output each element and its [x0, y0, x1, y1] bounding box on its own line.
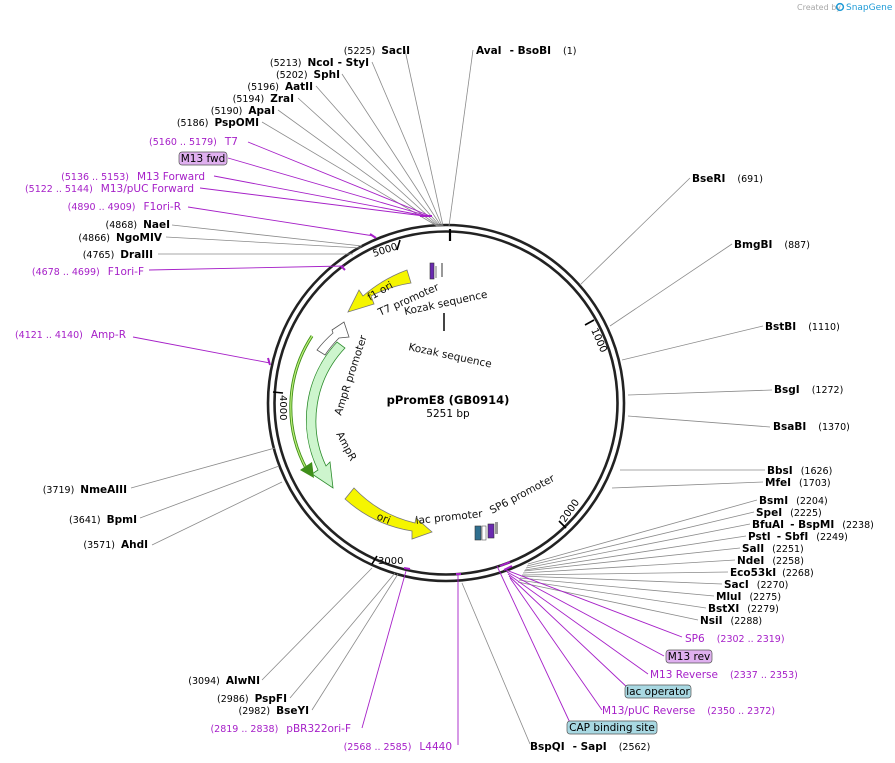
- tick-5000: 5000: [372, 242, 400, 260]
- feature-m13puc-reverse-label: M13/pUC Reverse(2350 .. 2372): [602, 705, 775, 717]
- label-ori: ori: [375, 511, 392, 527]
- feature-amp-r-label: (4121 .. 4140)Amp-R: [15, 329, 126, 341]
- feature-pbr322ori-f-label: (2819 .. 2838)pBR322ori-F: [210, 723, 351, 735]
- enzyme-bbsi-label: BbsI(1626): [767, 465, 832, 477]
- enzyme-aatii-label: (5196)AatII: [247, 81, 313, 93]
- feature-m13-fwd-label: M13 fwd: [181, 153, 226, 165]
- tick-3000: 3000: [378, 556, 403, 567]
- brand-text: SnapGene: [846, 3, 893, 13]
- enzyme-saci-label: SacI(2270): [724, 579, 788, 591]
- enzyme-sacii-label: (5225)SacII: [344, 45, 410, 57]
- feature-leaders: [132, 141, 683, 745]
- enzyme-zrai-label: (5194)ZraI: [233, 93, 294, 105]
- cap-site-mark: [474, 525, 482, 541]
- enzyme-nmeaiii-label: (3719)NmeAIII: [43, 484, 127, 496]
- feature-l4440-label: (2568 .. 2585)L4440: [344, 741, 452, 753]
- kozak-mark-1: [435, 266, 437, 278]
- feature-t7-label: (5160 .. 5179)T7: [149, 136, 238, 148]
- enzyme-bstxi-label: BstXI(2279): [708, 603, 779, 615]
- enzyme-bspqi-label: BspQI- SapI(2562): [530, 741, 650, 753]
- snapgene-logo-icon: [835, 2, 845, 12]
- enzyme-eco53ki-label: Eco53kI(2268): [730, 567, 814, 579]
- f1-ori-arrow: [347, 269, 412, 313]
- inner-features: [289, 262, 498, 541]
- enzyme-ndei-label: NdeI(2258): [737, 555, 804, 567]
- label-lac-promoter: lac promoter: [415, 508, 484, 527]
- plasmid-name: pPromE8 (GB0914): [387, 393, 510, 407]
- sp6-promoter-mark: [487, 523, 495, 539]
- enzyme-bstbi-label: BstBI(1110): [765, 321, 840, 333]
- label-sp6-promoter: SP6 promoter: [488, 472, 558, 517]
- enzyme-draiii-label: (4765)DraIII: [83, 249, 153, 261]
- label-ampr: AmpR: [333, 430, 358, 463]
- feature-f1ori-f-label: (4678 .. 4699)F1ori-F: [32, 266, 144, 278]
- tick-4000: 4000: [277, 395, 288, 420]
- primer-marks: [267, 215, 513, 575]
- enzyme-alwni-label: (3094)AlwNI: [188, 675, 260, 687]
- ampr-outer-stripe-highlight: [290, 335, 313, 471]
- backbone-inner-ring: [273, 230, 619, 576]
- ampr-arrow: [305, 341, 346, 489]
- enzyme-nsii-label: NsiI(2288): [700, 615, 762, 627]
- enzyme-bseri-label: BseRI(691): [692, 173, 763, 185]
- enzyme-pspfi-label: (2986)PspFI: [217, 693, 287, 705]
- enzyme-ncoi-label: (5213)NcoI- StyI: [270, 57, 369, 69]
- feature-m13-fwd-box: M13 fwd: [178, 151, 228, 166]
- feature-m13-forward-label: (5136 .. 5153)M13 Forward: [61, 171, 205, 183]
- backbone-outer-ring: [266, 223, 626, 583]
- t7-promoter-mark: [429, 262, 435, 280]
- feature-cap-binding-site-box: CAP binding site: [566, 720, 658, 735]
- lac-promoter-mark: [481, 525, 487, 541]
- enzyme-avai-label: AvaI- BsoBI(1): [476, 45, 576, 57]
- enzyme-mlui-label: MluI(2275): [716, 591, 781, 603]
- enzyme-bfuai-label: BfuAI- BspMI(2238): [752, 519, 874, 531]
- credit-text: Created by: [797, 3, 841, 12]
- enzyme-bsmi-label: BsmI(2204): [759, 495, 828, 507]
- feature-m13-reverse-label: M13 Reverse(2337 .. 2353): [650, 669, 798, 681]
- enzyme-pspomi-label: (5186)PspOMI: [177, 117, 259, 129]
- label-kozak-2: Kozak sequence: [407, 341, 492, 370]
- ori-arrow: [344, 487, 433, 540]
- enzyme-bseyi-label: (2982)BseYI: [239, 705, 309, 717]
- feature-m13-rev-box: M13 rev: [665, 649, 713, 664]
- enzyme-bmgbi-label: BmgBI(887): [734, 239, 810, 251]
- enzyme-sali-label: SalI(2251): [742, 543, 804, 555]
- enzyme-spei-label: SpeI(2225): [756, 507, 822, 519]
- feature-lac-operator-box: lac operator: [624, 684, 692, 699]
- feature-lac-operator-label: lac operator: [626, 686, 690, 698]
- plasmid-length: 5251 bp: [426, 408, 470, 420]
- feature-cap-binding-site-label: CAP binding site: [569, 722, 655, 734]
- ring-ticks: [272, 229, 595, 565]
- feature-m13-rev-label: M13 rev: [668, 651, 711, 663]
- enzyme-leaders: [130, 49, 773, 745]
- feature-m13puc-forward-label: (5122 .. 5144)M13/pUC Forward: [25, 183, 194, 195]
- enzyme-ngomiv-label: (4866)NgoMIV: [78, 232, 162, 244]
- ampr-promoter-arrow: [316, 321, 350, 356]
- kozak-mark-3: [443, 313, 445, 331]
- enzyme-mfei-label: MfeI(1703): [765, 477, 831, 489]
- kozak-mark-2: [441, 263, 443, 277]
- enzyme-ahdi-label: (3571)AhdI: [83, 539, 148, 551]
- feature-f1ori-r-label: (4890 .. 4909)F1ori-R: [68, 201, 181, 213]
- enzyme-bsgi-label: BsgI(1272): [774, 384, 843, 396]
- enzyme-naei-label: (4868)NaeI: [106, 219, 171, 231]
- ampr-outer-stripe-head: [300, 462, 314, 478]
- enzyme-bpmi-label: (3641)BpmI: [69, 514, 137, 526]
- enzyme-sphi-label: (5202)SphI: [276, 69, 340, 81]
- enzyme-apai-label: (5190)ApaI: [211, 105, 275, 117]
- enzyme-psti-label: PstI- SbfI(2249): [748, 531, 848, 543]
- enzyme-bsabi-label: BsaBI(1370): [773, 421, 850, 433]
- mcs-mark: [495, 522, 498, 534]
- feature-sp6-label: SP6(2302 .. 2319): [685, 633, 785, 645]
